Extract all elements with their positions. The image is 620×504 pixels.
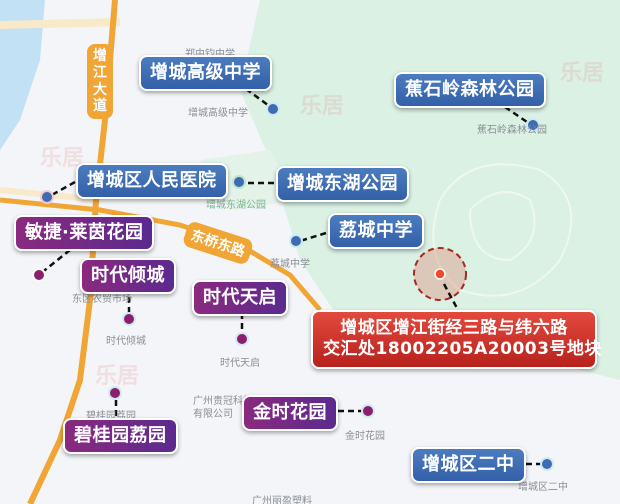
poi-zengcheng-high: 增城高级中学 xyxy=(188,108,248,119)
label-donghu-park[interactable]: 增城东湖公园 xyxy=(276,166,409,202)
marker-hospital[interactable] xyxy=(40,190,54,204)
marker-jinshi[interactable] xyxy=(361,404,375,418)
marker-bgy-liyuan[interactable] xyxy=(108,386,122,400)
label-minjie-laiyin[interactable]: 敏捷·莱茵花园 xyxy=(14,215,155,251)
label-zengcheng-high-school[interactable]: 增城高级中学 xyxy=(139,55,272,91)
poi-guiguan-1: 广州贵冠科技 xyxy=(193,396,253,407)
label-licheng-middle-school[interactable]: 荔城中学 xyxy=(328,213,424,249)
poi-shidai-qingcheng: 时代倾城 xyxy=(106,336,146,347)
marker-zengcheng-high[interactable] xyxy=(266,102,280,116)
label-bgy-liyuan[interactable]: 碧桂园荔园 xyxy=(63,418,178,454)
label-jinshi-garden[interactable]: 金时花园 xyxy=(242,395,338,431)
marker-jiaoshiling[interactable] xyxy=(526,118,540,132)
label-jiaoshiling-forest-park[interactable]: 蕉石岭森林公园 xyxy=(394,72,546,108)
marker-donghu-park[interactable] xyxy=(232,175,246,189)
marker-licheng-middle[interactable] xyxy=(289,234,303,248)
poi-jinshi: 金时花园 xyxy=(345,431,385,442)
marker-minjie[interactable] xyxy=(32,268,46,282)
watermark: 乐居 xyxy=(95,364,140,389)
poi-shidai-tianqi: 时代天启 xyxy=(220,358,260,369)
road-label-zengjiang: 增江大道 xyxy=(87,44,113,120)
poi-guiguan-2: 有限公司 xyxy=(193,409,233,420)
target-line-2: 交汇处18002205A20003号地块 xyxy=(323,339,602,360)
poi-zhengzhongjun: 郑中钧中学 xyxy=(185,45,235,60)
poi-liying: 广州丽盈塑料 xyxy=(252,496,312,504)
label-shidai-tianqi[interactable]: 时代天启 xyxy=(192,280,288,316)
marker-shidai-tianqi[interactable] xyxy=(235,332,249,346)
poi-market: 东区农贸市场 xyxy=(72,294,132,305)
label-district-no2-middle[interactable]: 增城区二中 xyxy=(411,447,526,483)
marker-shidai-qingcheng[interactable] xyxy=(122,312,136,326)
poi-district-2: 增城区二中 xyxy=(518,482,568,493)
watermark: 乐居 xyxy=(560,61,605,86)
label-target-plot[interactable]: 增城区增江街经三路与纬六路 交汇处18002205A20003号地块 xyxy=(311,310,602,369)
target-line-1: 增城区增江街经三路与纬六路 xyxy=(340,318,568,338)
marker-district-2[interactable] xyxy=(540,457,554,471)
label-zengcheng-hospital[interactable]: 增城区人民医院 xyxy=(76,163,228,199)
poi-licheng-middle: 荔城中学 xyxy=(270,259,310,270)
poi-donghu-park: 增城东湖公园 xyxy=(206,200,266,211)
poi-bgy-liyuan: 碧桂园荔园 xyxy=(86,411,136,422)
watermark: 乐居 xyxy=(300,94,345,119)
label-shidai-qingcheng[interactable]: 时代倾城 xyxy=(80,258,176,294)
poi-jiaoshiling: 蕉石岭森林公园 xyxy=(477,125,547,136)
